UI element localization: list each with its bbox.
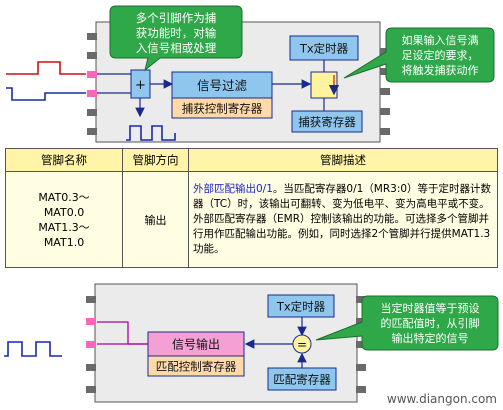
bottom-right-pins	[356, 296, 366, 393]
bottom-left-pins	[86, 296, 96, 393]
table-row: MAT0.3～ MAT0.0 MAT1.3～ MAT1.0 输出 外部匹配输出0…	[5, 171, 498, 268]
pin-description-cell: 外部匹配输出0/1。当匹配寄存器0/1（MR3:0）等于定时器计数器（TC）时，…	[188, 171, 498, 268]
capture-reg-box	[291, 110, 363, 133]
input-wave-red	[6, 61, 86, 75]
signal-output-box	[147, 331, 245, 357]
match-reg-label: 匹配寄存器	[273, 373, 331, 387]
or-symbol: +	[135, 78, 146, 93]
bottom-tx-timer-label: Tx定时器	[276, 300, 326, 314]
capture-control-reg-label: 捕获控制寄存器	[182, 102, 263, 116]
svg-text:如果输入信号满: 如果输入信号满	[402, 33, 479, 47]
match-reg-box	[267, 367, 337, 391]
pin-name-cell: MAT0.3～ MAT0.0 MAT1.3～ MAT1.0	[5, 171, 123, 268]
pin-direction-cell: 输出	[122, 171, 189, 268]
svg-text:多个引脚作为捕: 多个引脚作为捕	[136, 11, 217, 25]
description-text: 。当匹配寄存器0/1（MR3:0）等于定时器计数器（TC）时，该输出可翻转、变为…	[193, 183, 492, 255]
svg-text:当定时器值等于预设: 当定时器值等于预设	[381, 301, 480, 315]
bottom-tx-timer-box	[267, 294, 335, 318]
or-output-wave	[126, 125, 176, 141]
match-output-wave	[4, 341, 62, 357]
svg-text:获功能时，对输: 获功能时，对输	[136, 26, 217, 40]
top-tx-timer-label: Tx定时器	[299, 42, 349, 56]
capture-control-reg-box	[171, 97, 273, 119]
top-right-pins	[380, 48, 390, 135]
signal-output-label: 信号输出	[172, 337, 220, 352]
pin-table: 管脚名称 管脚方向 管脚描述 MAT0.3～ MAT0.0 MAT1.3～ MA…	[5, 148, 498, 268]
capture-latch-box	[310, 71, 338, 99]
right-callout: 如果输入信号满 足设定的要求， 将触发捕获动作	[343, 27, 495, 83]
top-left-pins	[87, 33, 97, 135]
svg-text:足设定的要求，: 足设定的要求，	[402, 48, 479, 62]
match-control-reg-box	[147, 355, 245, 377]
comparator-circle	[292, 334, 312, 354]
signal-filter-label: 信号过滤	[197, 78, 248, 93]
header-pin-direction: 管脚方向	[122, 148, 189, 172]
bottom-callout: 当定时器值等于预设 的匹配值时，从引脚 输出特定的信号	[315, 295, 499, 351]
top-tx-timer-box	[289, 35, 359, 61]
svg-text:输出特定的信号: 输出特定的信号	[392, 331, 469, 345]
header-pin-name: 管脚名称	[5, 148, 123, 172]
watermark: www.diangon.com	[387, 392, 497, 406]
header-pin-description: 管脚描述	[188, 148, 498, 172]
input-wave-blue	[6, 87, 86, 101]
svg-text:入信号相或处理: 入信号相或处理	[136, 41, 217, 55]
svg-text:的匹配值时，从引脚: 的匹配值时，从引脚	[381, 316, 480, 330]
left-callout: 多个引脚作为捕 获功能时，对输 入信号相或处理	[109, 5, 243, 72]
match-control-reg-label: 匹配控制寄存器	[156, 360, 237, 374]
svg-text:将触发捕获动作: 将触发捕获动作	[402, 63, 479, 77]
description-highlight: 外部匹配输出0/1	[193, 183, 273, 195]
capture-reg-label: 捕获寄存器	[298, 115, 356, 129]
pin-table-header: 管脚名称 管脚方向 管脚描述	[5, 148, 498, 172]
comparator-symbol: =	[297, 338, 307, 352]
